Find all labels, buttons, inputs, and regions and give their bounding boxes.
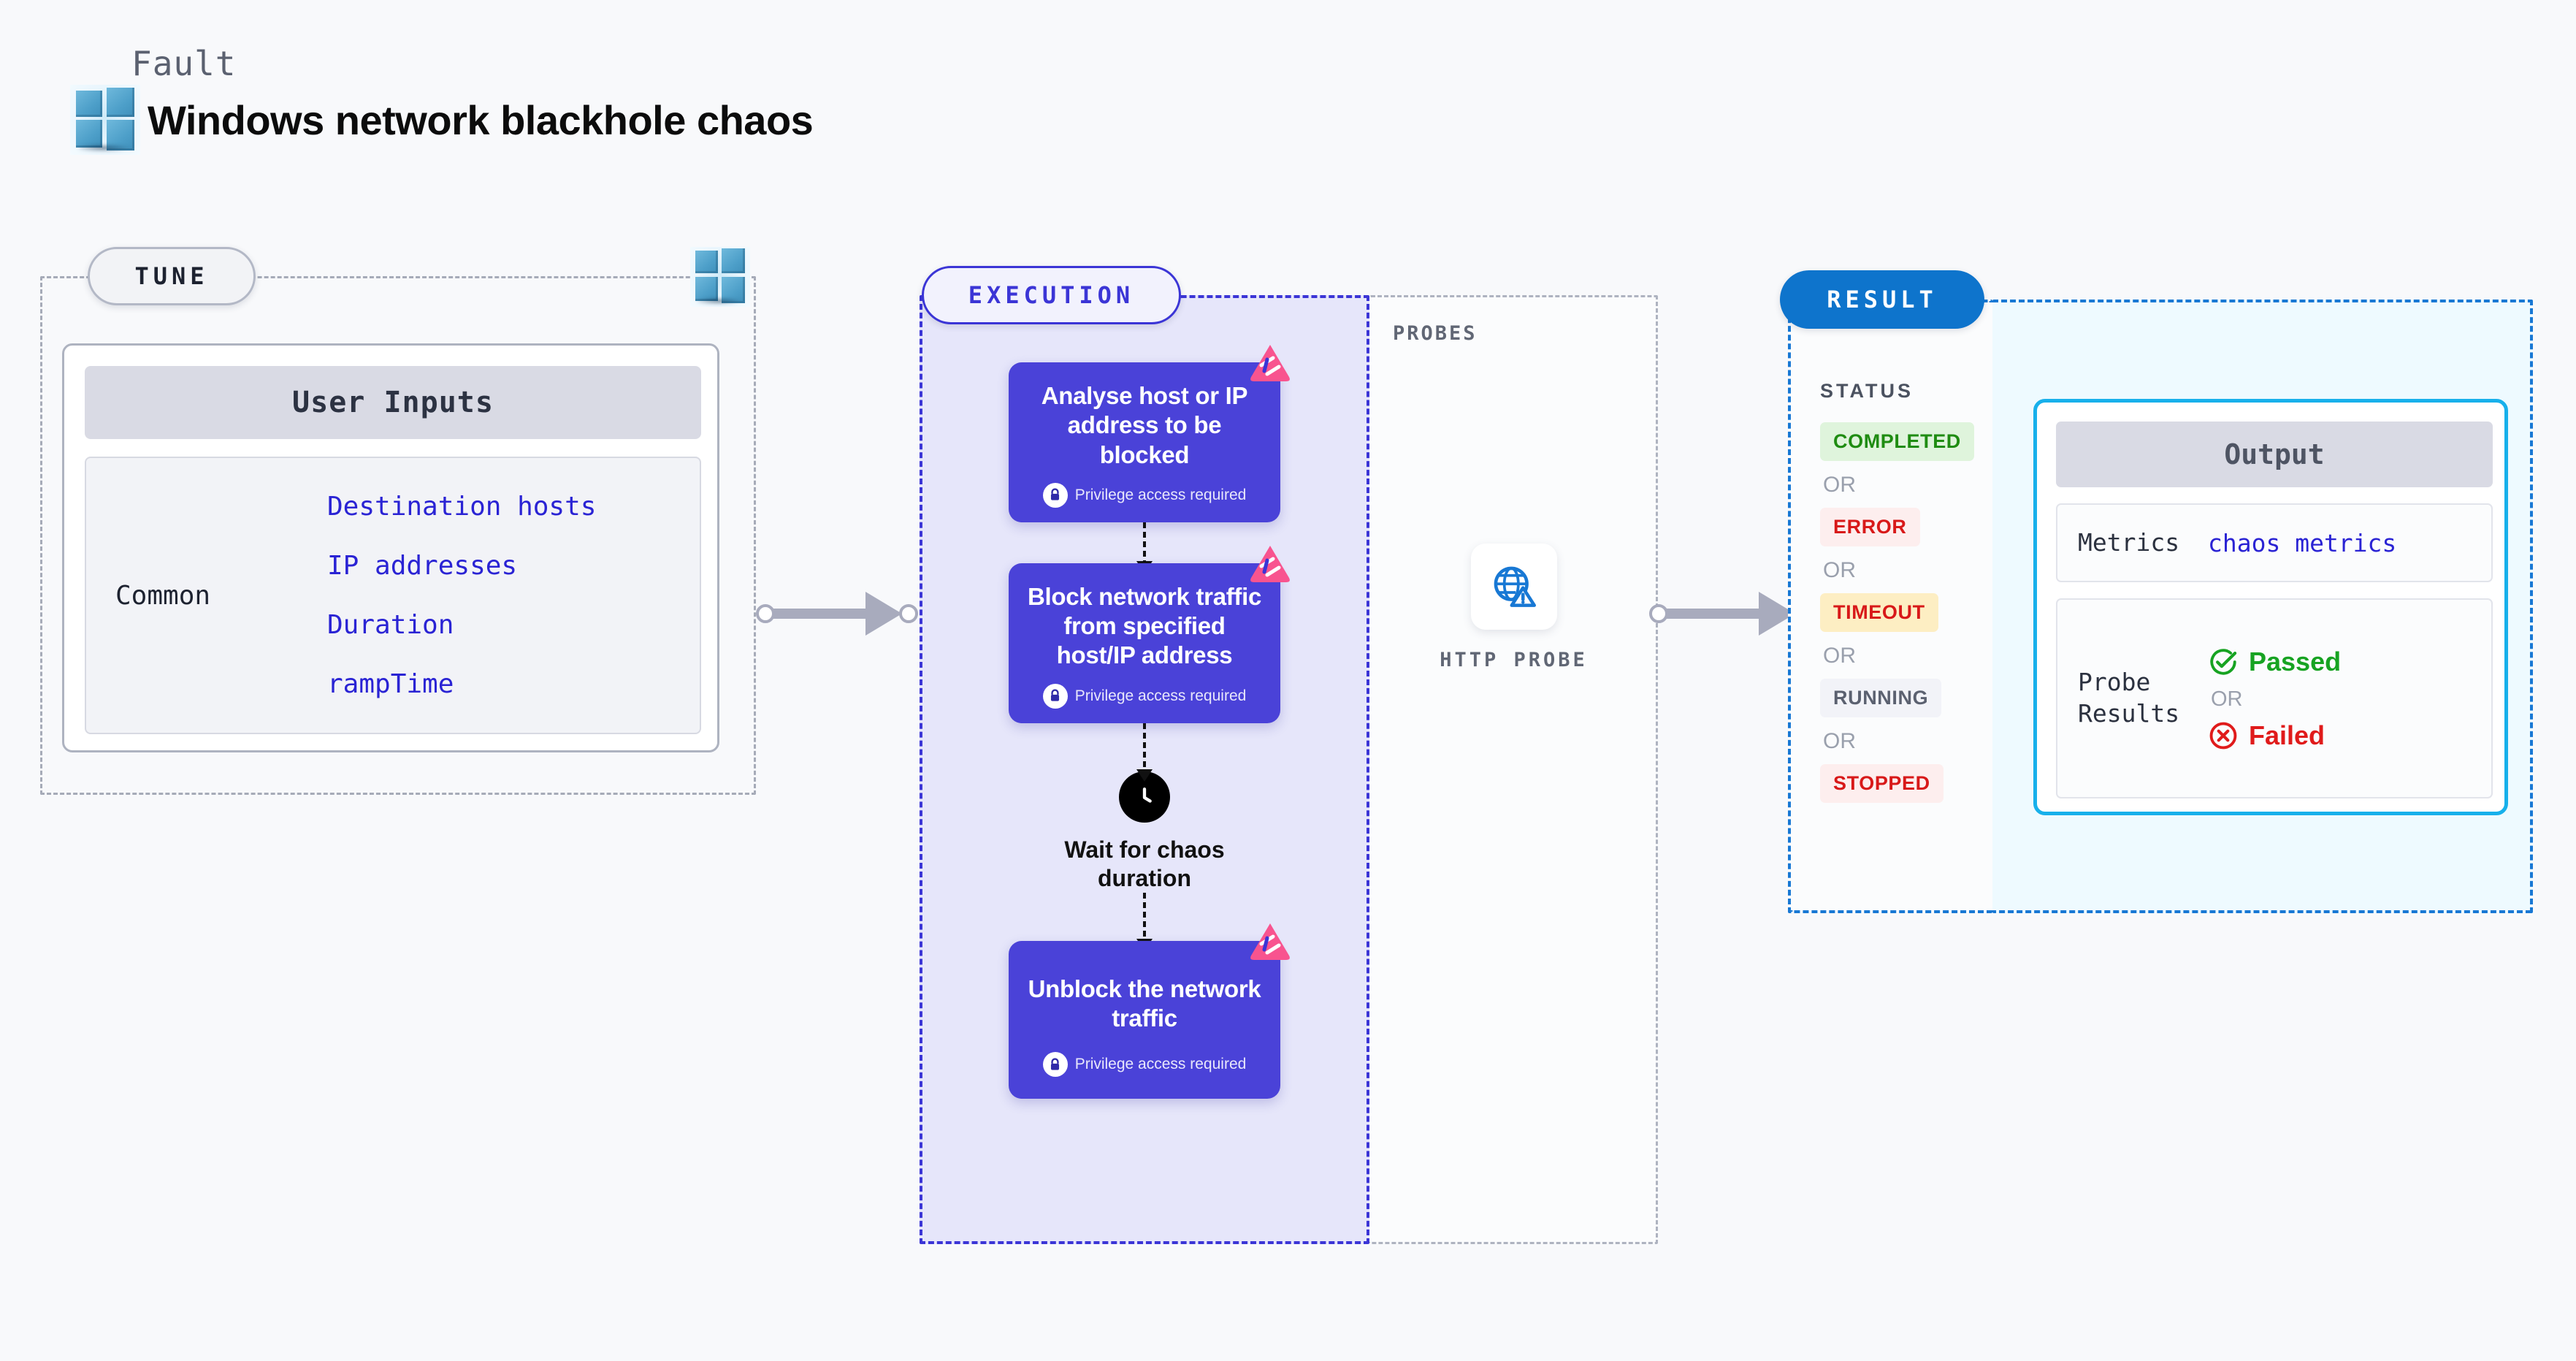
step-privilege-text: Privilege access required — [1074, 1056, 1247, 1073]
probe-outcome-failed: Failed — [2208, 720, 2341, 751]
x-circle-icon — [2209, 722, 2237, 749]
flow-arrow — [1143, 522, 1146, 563]
lock-icon — [1042, 1052, 1068, 1078]
check-circle-icon — [2210, 648, 2237, 675]
probe-results-key: Probe Results — [2078, 668, 2180, 728]
step-title: Unblock the network traffic — [1028, 975, 1261, 1032]
step-title: Block network traffic from specified hos… — [1027, 582, 1262, 669]
status-title: STATUS — [1820, 380, 1914, 402]
fault-label: Fault — [131, 44, 237, 83]
user-inputs-header: User Inputs — [85, 366, 701, 439]
connector-line — [1665, 609, 1775, 619]
status-badge-error: ERROR — [1820, 508, 1920, 546]
step-privilege-text: Privilege access required — [1074, 687, 1247, 704]
page-header: Fault Windows network blackhole chaos — [70, 44, 814, 155]
probe-item[interactable]: HTTP PROBE — [1369, 544, 1658, 671]
execution-step-card[interactable]: Block network traffic from specified hos… — [1009, 545, 1290, 723]
result-badge: RESULT — [1780, 270, 1984, 329]
probe-outcome-label: Failed — [2249, 720, 2325, 750]
execution-step-card[interactable]: Analyse host or IP address to be blocked… — [1009, 345, 1290, 522]
globe-warning-icon — [1470, 544, 1557, 630]
user-inputs-card: User Inputs Common Destination hosts IP … — [62, 343, 719, 752]
status-badge-timeout: TIMEOUT — [1820, 593, 1938, 632]
metrics-value[interactable]: chaos metrics — [2208, 528, 2397, 557]
step-privilege-note: Privilege access required — [1025, 482, 1264, 508]
probes-panel: PROBES HTTP PROBE — [1369, 295, 1658, 1244]
step-title: Analyse host or IP address to be blocked — [1041, 382, 1248, 468]
status-badge-stopped: STOPPED — [1820, 764, 1944, 803]
status-or-label: OR — [1823, 558, 1856, 582]
output-header: Output — [2056, 422, 2493, 487]
probe-outcome-passed: Passed — [2208, 647, 2341, 677]
litmus-chaos-icon — [1250, 923, 1290, 960]
execution-step-card[interactable]: Unblock the network traffic Privilege ac… — [1009, 923, 1290, 1099]
probe-results-row: Probe Results Passed OR Failed — [2056, 598, 2493, 798]
execution-badge: EXECUTION — [922, 266, 1181, 324]
lock-icon — [1042, 482, 1068, 508]
step-privilege-text: Privilege access required — [1074, 486, 1247, 503]
connector-end-dot — [899, 604, 918, 623]
status-list: COMPLETED OR ERROR OR TIMEOUT OR RUNNING… — [1820, 422, 1974, 803]
flow-arrow — [1143, 892, 1146, 941]
page-title: Windows network blackhole chaos — [148, 96, 814, 143]
execution-step-list: Analyse host or IP address to be blocked… — [920, 345, 1369, 1099]
connector-tune-to-execution — [756, 592, 924, 636]
litmus-chaos-icon — [1250, 345, 1290, 381]
flow-arrow — [1143, 723, 1146, 771]
windows-logo-icon — [70, 85, 140, 155]
status-or-label: OR — [1823, 473, 1856, 497]
windows-logo-icon — [690, 247, 750, 307]
status-badge-completed: COMPLETED — [1820, 422, 1974, 461]
connector-start-dot — [756, 604, 775, 623]
step-privilege-note: Privilege access required — [1025, 683, 1264, 709]
tune-panel: TUNE User Inputs Common Destination host… — [40, 247, 756, 795]
common-group-label: Common — [115, 580, 211, 611]
connector-arrowhead — [865, 592, 902, 636]
status-or-label: OR — [1823, 644, 1856, 668]
tune-badge: TUNE — [88, 247, 256, 305]
param-ramptime[interactable]: rampTime — [327, 669, 454, 699]
execution-panel: EXECUTION Analyse host or IP address to … — [920, 266, 1369, 1244]
probes-title: PROBES — [1393, 322, 1478, 345]
status-or-label: OR — [1823, 729, 1856, 753]
wait-node: Wait for chaos duration — [1024, 771, 1265, 893]
connector-line — [772, 609, 882, 619]
param-duration[interactable]: Duration — [327, 610, 454, 640]
metrics-key: Metrics — [2078, 527, 2180, 557]
probes-panel-border — [1369, 295, 1658, 1244]
tune-panel-border — [40, 276, 756, 795]
user-inputs-body: Common Destination hosts IP addresses Du… — [85, 457, 701, 734]
lock-icon — [1042, 683, 1068, 709]
title-row: Windows network blackhole chaos — [70, 85, 814, 155]
step-privilege-note: Privilege access required — [1025, 1052, 1264, 1078]
param-list: Destination hosts IP addresses Duration … — [327, 492, 596, 699]
litmus-chaos-icon — [1250, 545, 1290, 582]
probe-label: HTTP PROBE — [1440, 649, 1588, 671]
probe-outcome-or-label: OR — [2211, 687, 2243, 711]
param-destination-hosts[interactable]: Destination hosts — [327, 492, 597, 522]
param-ip-addresses[interactable]: IP addresses — [327, 551, 518, 581]
metrics-row: Metrics chaos metrics — [2056, 503, 2493, 582]
output-card: Output Metrics chaos metrics Probe Resul… — [2033, 399, 2508, 815]
status-badge-running: RUNNING — [1820, 679, 1942, 717]
probe-outcome-list: Passed OR Failed — [2208, 647, 2341, 751]
result-panel: RESULT STATUS COMPLETED OR ERROR OR TIME… — [1780, 270, 1992, 913]
wait-node-label: Wait for chaos duration — [1064, 836, 1225, 891]
probe-outcome-label: Passed — [2249, 646, 2342, 676]
